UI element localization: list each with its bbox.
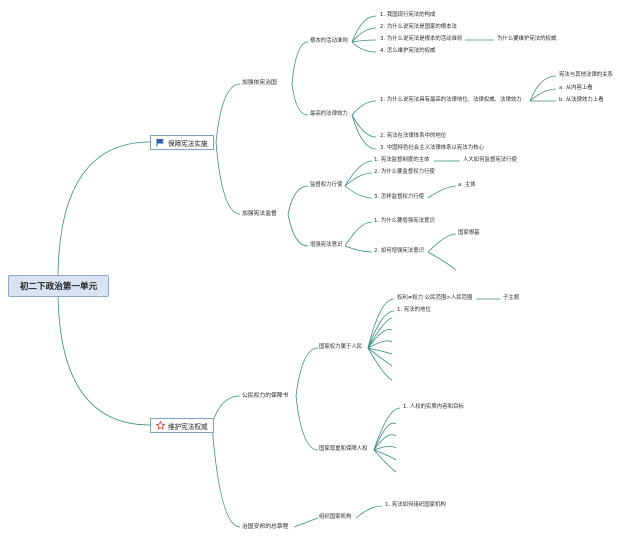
- topic-yifa[interactable]: 加强依宪治国: [242, 80, 277, 86]
- connector-yifa-zuigao: [291, 83, 309, 116]
- connector-zhiguo-jigou: [293, 517, 319, 528]
- list-item[interactable]: b. 从法律效力上看: [559, 97, 604, 103]
- star-outline-icon: [156, 421, 165, 430]
- list-item[interactable]: 人大如何监督宪法行使: [463, 157, 517, 163]
- topic-jiandu[interactable]: 加强宪法监督: [242, 211, 277, 217]
- list-item[interactable]: 宪法与其他法律的关系: [559, 72, 613, 78]
- list-item[interactable]: 2. 如何增强宪法意识: [374, 248, 424, 254]
- list-item[interactable]: 3. 怎样监督权力行使: [374, 194, 424, 200]
- list-item[interactable]: 子主题: [503, 295, 520, 301]
- topic-yishi[interactable]: 增强宪法意识: [310, 242, 343, 248]
- topic-quanli[interactable]: 监督权力行使: [310, 182, 343, 188]
- topic-baozhang[interactable]: 保障宪法实施: [150, 135, 214, 150]
- topic-gongmin[interactable]: 公民权力的保障书: [242, 393, 289, 399]
- list-item[interactable]: 1. 为什么说宪法具有最高的法律地位、法律权威、法律效力: [380, 97, 522, 103]
- list-item[interactable]: 1. 为什么要增强宪法意识: [374, 218, 435, 224]
- connector-jiandu-quanli: [287, 185, 309, 215]
- connector-weihu-gongmin: [211, 395, 241, 426]
- flag-icon: [156, 138, 165, 147]
- topic-renmin[interactable]: 国家权力属于人民: [319, 344, 363, 350]
- root-topic-label: 初二下政治第一单元: [19, 282, 98, 292]
- connector-gongmin-renquan: [295, 395, 319, 451]
- connector-weihu-zhiguo: [211, 424, 241, 528]
- list-item[interactable]: 3. 中国特色社会主义法律体系以宪法为核心: [380, 145, 484, 151]
- list-item[interactable]: 2. 为什么要监督权力行使: [374, 169, 435, 175]
- connector-root-weihu: [57, 294, 151, 426]
- list-item[interactable]: 3. 为什么说宪法是根本的活动准则: [380, 36, 463, 42]
- list-item[interactable]: 2. 宪法在法律体系中的地位: [380, 133, 447, 139]
- topic-baozhang-label: 保障宪法实施: [168, 139, 208, 148]
- list-item[interactable]: 1. 宪法的地位: [397, 307, 431, 313]
- topic-weihu[interactable]: 维护宪法权威: [150, 418, 214, 433]
- connector-baozhang-yifa: [215, 83, 241, 143]
- connector-gongmin-renmin: [295, 347, 319, 397]
- connector-yifa-genben: [291, 41, 309, 85]
- list-item[interactable]: a. 主体: [458, 182, 476, 188]
- connector-root-baozhang: [57, 141, 151, 276]
- list-item[interactable]: 为什么要维护宪法的权威: [497, 36, 557, 42]
- list-item[interactable]: 国家根基: [458, 230, 480, 236]
- list-item[interactable]: 2. 为什么说宪法是国家的根本法: [380, 24, 457, 30]
- connector-baozhang-jiandu: [215, 141, 241, 215]
- list-item[interactable]: 1. 宪法监督制度的主体: [374, 157, 430, 163]
- topic-zuigao[interactable]: 最高的法律效力: [310, 111, 348, 117]
- connector-jiandu-yishi: [287, 213, 309, 247]
- list-item[interactable]: a. 从内容上看: [559, 85, 593, 91]
- topic-zhiguo[interactable]: 治国安邦的总章程: [242, 524, 289, 530]
- root-topic[interactable]: 初二下政治第一单元: [8, 275, 109, 297]
- topic-weihu-label: 维护宪法权威: [168, 422, 208, 431]
- topic-genben[interactable]: 根本的活动准则: [310, 38, 348, 44]
- topic-renquan[interactable]: 国家尊重和保障人权: [319, 446, 368, 452]
- list-item[interactable]: 1. 我国现行宪法的构成: [380, 12, 436, 18]
- list-item[interactable]: 1. 宪法如何组织国家机构: [385, 502, 446, 508]
- list-item[interactable]: 权利≠权力 公民范围>人民范围: [397, 295, 473, 301]
- topic-jigou[interactable]: 组织国家机构: [319, 514, 352, 520]
- list-item[interactable]: 1. 人权的实质内容和目标: [403, 404, 464, 410]
- list-item[interactable]: 4. 怎么维护宪法的权威: [380, 48, 436, 54]
